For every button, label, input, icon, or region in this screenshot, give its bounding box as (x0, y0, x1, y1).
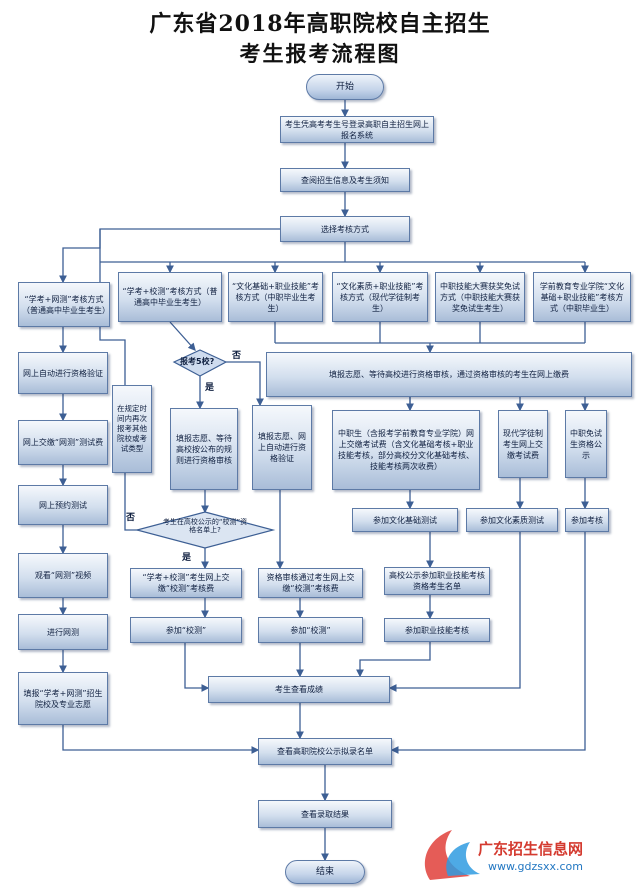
fill-wide-node: 填报志愿、等待高校进行资格审核，通过资格审核的考生在网上缴费 (266, 352, 632, 397)
left-book-test: 网上预约测试 (18, 485, 108, 525)
decision-diamond-2 (134, 511, 276, 549)
info-node: 查阅招生信息及考生须知 (280, 168, 410, 192)
fill-left-node: 填报志愿、等待高校按公布的规则进行资格审核 (170, 408, 238, 490)
method-culture-skill: “文化基础+职业技能”考核方式（中职毕业生考生） (228, 272, 323, 322)
decision1-yes: 是 (205, 383, 215, 393)
left-take-test: 进行网测 (18, 614, 108, 650)
apprentice-pay-node: 现代学徒制考生网上交缴考试费 (498, 410, 548, 478)
join-exam: 参加考核 (565, 508, 609, 532)
decision-diamond-1 (172, 349, 228, 377)
pay-school-test-left: “学考+校测”考生网上交缴“校测”考核费 (130, 568, 242, 598)
chart-subtitle: 考生报考流程图 (239, 41, 401, 66)
view-result: 查看录取结果 (258, 800, 392, 828)
method-school-test: “学考+校测”考核方式（普通高中毕业生考生） (118, 272, 222, 322)
join-school-test-mid: 参加“校测” (258, 617, 363, 643)
decision2-label: 考生在高校公示的“校测”资格名单上? (162, 518, 248, 534)
publicize-list: 高校公示参加职业技能考核资格考生名单 (384, 567, 490, 595)
join-school-test-left: 参加“校测” (130, 617, 242, 643)
decision1-label: 报考5校? (180, 357, 215, 366)
fill-mid-node: 填报志愿、网上自动进行资格验证 (252, 405, 312, 490)
watermark-url: www.gdzsxx.com (488, 860, 583, 873)
select-node: 选择考核方式 (280, 216, 410, 242)
end-node: 结束 (285, 860, 365, 884)
join-quality-test: 参加文化素质测试 (466, 508, 558, 532)
left-pay-fee: 网上交缴“网测”测试费 (18, 420, 108, 465)
decision2-no: 否 (126, 513, 136, 523)
left-verify: 网上自动进行资格验证 (18, 352, 108, 394)
method-web-test: “学考+网测”考核方式（普通高中毕业生考生） (18, 282, 110, 327)
chart-title: 广东省2018年高职院校自主招生 (149, 11, 491, 37)
watermark-name: 广东招生信息网 (478, 840, 584, 858)
redo-node: 在规定时间内再次报考其他院校或考试类型 (112, 385, 152, 473)
join-base-test: 参加文化基础测试 (352, 508, 458, 532)
exempt-node: 中职免试生资格公示 (565, 410, 607, 478)
view-scores: 考生查看成绩 (208, 676, 390, 703)
method-apprentice: “文化素质+职业技能”考核方式（现代学徒制考生） (332, 272, 428, 322)
start-node: 开始 (306, 74, 384, 100)
view-admit-list: 查看高职院校公示拟录名单 (258, 738, 392, 765)
join-skill-test: 参加职业技能考核 (384, 618, 490, 642)
method-preschool: 学前教育专业学院“文化基础+职业技能”考核方式（中职毕业生） (533, 272, 631, 322)
decision1-no: 否 (232, 351, 242, 361)
midschool-pay-node: 中职生（含报考学前教育专业学院）网上交缴考试费（含文化基础考核+职业技能考核，部… (332, 410, 480, 490)
method-skill-award: 中职技能大赛获奖免试方式（中职技能大赛获奖免试生考生） (435, 272, 525, 322)
decision2-yes: 是 (182, 553, 192, 563)
pay-school-test-mid: 资格审核通过考生网上交缴“校测”考核费 (258, 568, 363, 598)
left-watch-video: 观看“网测”视频 (18, 553, 108, 598)
login-node: 考生凭高考考生号登录高职自主招生网上报名系统 (280, 116, 434, 143)
left-fill-choices: 填报“学考+网测”招生院校及专业志愿 (18, 672, 108, 725)
